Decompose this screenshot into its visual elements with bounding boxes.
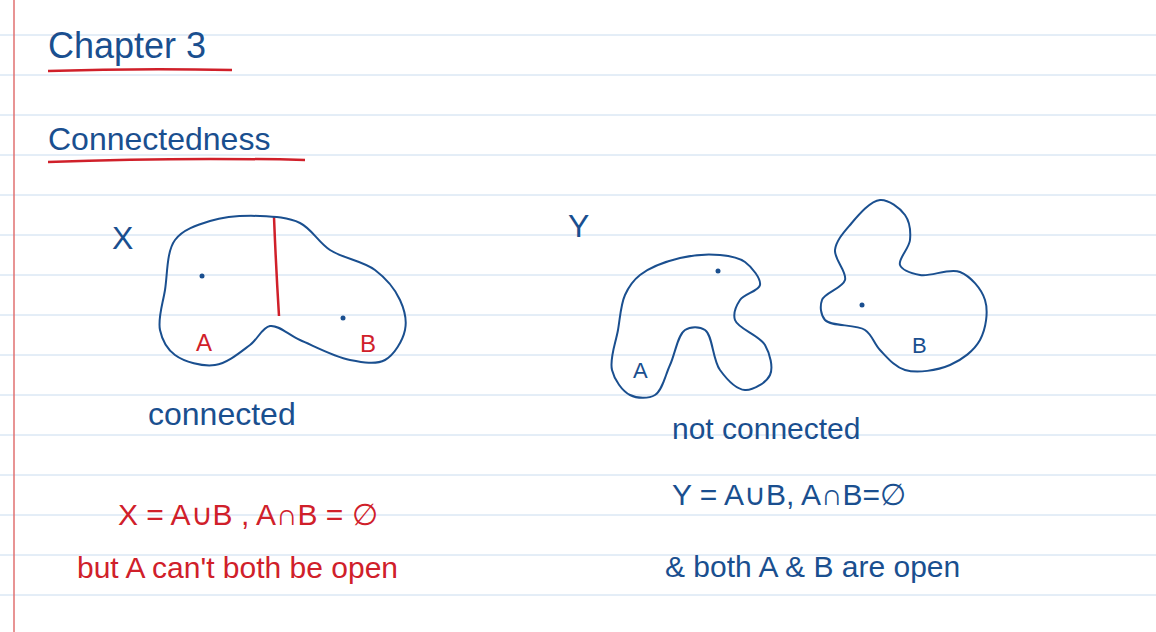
space-blob: X A B xyxy=(105,205,410,370)
margin-line xyxy=(13,0,15,632)
title-underline xyxy=(48,69,232,71)
blob-outline xyxy=(159,216,405,366)
blob-outline-layer xyxy=(600,245,790,405)
heading-underline xyxy=(48,159,305,162)
point-dot xyxy=(341,316,346,321)
blob-outline xyxy=(821,200,987,372)
point-dot xyxy=(716,269,721,274)
equation-note: X = A∪B , A∩B = ∅ xyxy=(118,500,378,530)
component-blob: A xyxy=(600,245,790,405)
space-label: Y xyxy=(568,210,589,242)
ruled-line xyxy=(0,475,1156,476)
blob-outline xyxy=(611,255,771,398)
ruled-line xyxy=(0,435,1156,436)
dividing-line xyxy=(274,217,279,316)
equation-note: Y = A∪B, A∩B=∅ xyxy=(672,480,906,510)
blob-outline-layer xyxy=(810,190,995,380)
ruled-line xyxy=(0,275,1156,276)
point-dot xyxy=(200,274,205,279)
region-label: A xyxy=(196,331,212,355)
ruled-line xyxy=(0,115,1156,116)
ruled-lines xyxy=(0,35,1156,595)
component-blob: B xyxy=(810,190,995,380)
ruled-line xyxy=(0,195,1156,196)
remark-note: & both A & B are open xyxy=(665,552,960,582)
ruled-line xyxy=(0,595,1156,596)
chapter-title: Chapter 3 xyxy=(48,28,206,64)
region-label: B xyxy=(912,335,927,357)
ruled-line xyxy=(0,75,1156,76)
section-heading: Connectedness xyxy=(48,123,270,155)
region-label: A xyxy=(633,360,648,382)
space-label: X xyxy=(112,222,133,254)
caption-note: connected xyxy=(148,398,296,430)
remark-note: but A can't both be open xyxy=(77,553,398,583)
caption-note: not connected xyxy=(672,414,860,444)
ruled-line xyxy=(0,315,1156,316)
ruled-line xyxy=(0,395,1156,396)
point-dot xyxy=(860,303,865,308)
region-label: B xyxy=(360,332,376,356)
